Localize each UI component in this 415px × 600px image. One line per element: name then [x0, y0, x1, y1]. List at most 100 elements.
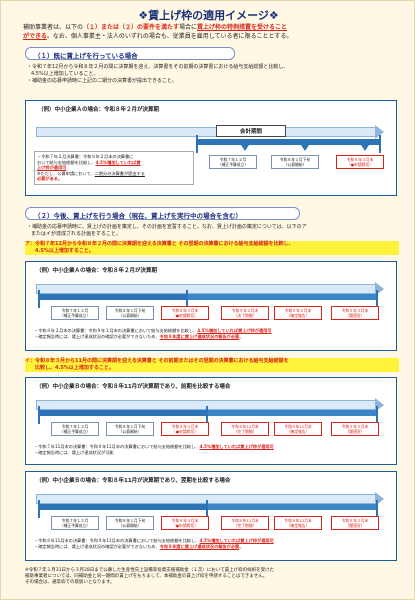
card-line2: （決了期間） — [233, 312, 257, 318]
timeline-card: 令和８年１月下旬 （公募開始） — [271, 155, 319, 169]
timeline-card-deadline: 令和８年３月末（●申請締切） — [161, 306, 209, 320]
period-bar — [188, 294, 378, 300]
section2-bullets: ・補助金の応募申請時に、賃上げの計画を策定し、その計画を宣誓すること。なお、賃上… — [27, 224, 407, 238]
timeline-arrowhead — [375, 282, 384, 296]
card-line2: （閾値宣） — [345, 312, 365, 318]
intro-red2b: ができる — [23, 33, 47, 40]
card-line2: （●申請締切） — [346, 161, 374, 167]
desc-line: ・令和８年２月末の決算書：令和９年２月末の決算書において給与支給総額を比較し、 — [34, 328, 198, 333]
section1-bullet1b: 4.5%以上増加していること。 — [31, 71, 99, 77]
option-i-diagram-next: （例）中小企業Ｂの場合：令和８年11月が決算期であり、翌期を比較する場合 令和７… — [25, 471, 397, 561]
card-line1: 令和９年３月末 — [341, 308, 369, 313]
card-line1: 令和９年３月末 — [341, 424, 369, 429]
intro-text: 補助事業者は、以下の（１）または（２）の要件を満たす場合に賃上げ枠の特例措置を受… — [23, 23, 403, 41]
period-tick — [376, 290, 378, 308]
down-arrow — [241, 145, 249, 151]
desc-end: 。 — [57, 176, 63, 182]
card-line2: （補正予算成立） — [217, 161, 249, 167]
card-line2: （完了期間） — [233, 522, 257, 528]
down-arrow — [301, 145, 309, 151]
card-line1: 令和７年１２月 — [61, 518, 89, 523]
card-line2: （公募開始） — [118, 312, 142, 318]
card-line1: 令和８年３月末 — [171, 518, 199, 523]
timeline-card: 令和７年１２月（補正予算成立） — [51, 516, 99, 530]
desc-red: 4.5%増加していれば賃上げ枠が適用可 — [199, 444, 274, 449]
desc-red: 4.5%増加していれば賃 — [95, 159, 141, 165]
period-bar — [208, 504, 378, 510]
intro-red2: 賃上げ枠の特例措置を受けること — [197, 24, 288, 31]
card-line1: 令和８年３月末 — [171, 308, 199, 313]
desc-line: ・確定報告時には、賃上げ達成状況の確認が必要ができないため、 — [34, 333, 160, 339]
card-line2: （補正予算成立） — [59, 428, 91, 434]
card-line2: （完了期間） — [233, 428, 257, 434]
down-arrow — [361, 145, 369, 151]
card-line1: 令和９年２月末 — [231, 308, 259, 313]
option-a-description: ・令和８年２月末の決算書：令和９年２月末の決算書において給与支給総額を比較し、4… — [34, 328, 394, 339]
timeline-card: 令和９年３月末（閾値宣） — [331, 422, 379, 436]
card-line2: （公募開始） — [283, 161, 307, 167]
card-line1: 令和７年１２月 — [219, 157, 247, 162]
desc-line: ・確定報告時には、賃上げ達成状況が可能 — [34, 449, 114, 455]
intro-part2: 場合に — [179, 24, 198, 31]
intro-part1: 補助事業者は、以下の — [23, 24, 84, 31]
section2-title: （２）今後、賃上げを行う場合（現在、賃上げを実行中の場合を含む） — [25, 207, 300, 220]
timeline-card: 令和８年12月末（完了期間） — [221, 422, 269, 436]
card-line1: 令和９年３月末 — [341, 518, 369, 523]
timeline-card: 令和８年12月末（確定報告） — [274, 516, 322, 530]
option-a-example: （例）中小企業Ａの場合：令和８年２月が決算期 — [36, 268, 158, 274]
card-line2: （補正予算成立） — [59, 522, 91, 528]
period-tick — [376, 500, 378, 518]
option-i-line2: 比較し、4.5%以上増加すること。 — [35, 365, 114, 371]
option-i-line: イ：令和８年３月から11月の間に決算期を迎える決算書と その前期またはその翌期の… — [25, 358, 289, 364]
desc-underline: 二期分の決算書が提出する — [94, 170, 145, 176]
card-line2: （公募開始） — [118, 428, 142, 434]
option-a-text: ア：令和７年12月から令和８年２月の間に決算期を迎える決算書と その翌期の決算書… — [25, 241, 399, 255]
timeline-card-deadline: 令和８年３月末（●申請締切） — [161, 422, 209, 436]
period-bar — [208, 410, 378, 416]
card-line2: （●申請締切） — [171, 428, 199, 434]
card-line1: 令和８年１月下旬 — [114, 518, 146, 523]
period-tick-start — [196, 135, 198, 153]
card-line1: 令和８年12月末 — [231, 518, 259, 523]
card-line2: （公募開始） — [118, 522, 142, 528]
period-bar — [38, 294, 188, 300]
option-i-text: イ：令和８年３月から11月の間に決算期を迎える決算書と その前期またはその翌期の… — [25, 358, 399, 372]
section1-title: （１）既に賃上げを行っている場合 — [25, 47, 235, 60]
period-tick — [206, 406, 208, 424]
timeline-bar — [36, 127, 376, 137]
desc-end: 。 — [239, 333, 244, 339]
section1-example: （例）中小企業Ａの場合：令和８年２月が決算期 — [38, 107, 160, 113]
card-line1: 令和８年12月末 — [231, 424, 259, 429]
period-label: 会計期間 — [216, 125, 286, 137]
card-line1: 令和８年３月末 — [346, 157, 374, 162]
card-line1: 令和７年１２月 — [61, 308, 89, 313]
desc-line: ・令和７年11月末の決算書：令和８年11月末の決算書において給与支給総額を比較し… — [34, 444, 200, 449]
timeline-card: 令和９年３月末（閾値宣） — [331, 306, 379, 320]
card-line1: 令和８年１月下旬 — [279, 157, 311, 162]
footnote-line: ※令和７年１月31日から３月28日まで公募した生産性向上設備等投資支援補助金（１… — [25, 568, 275, 573]
card-line1: 令和８年１月下旬 — [114, 308, 146, 313]
timeline-arrowhead — [375, 492, 384, 506]
timeline-card-deadline: 令和８年３月末 （●申請締切） — [336, 155, 384, 169]
timeline-bar — [36, 284, 376, 294]
period-tick — [206, 500, 208, 518]
timeline-arrowhead — [375, 125, 384, 139]
section1-bullets: ・令和７年12月から令和８年２月の間に決算期を迎え、決算書をその前期の決算書にお… — [27, 64, 407, 85]
section2-bullet1: ・補助金の応募申請時に、賃上げの計画を策定し、その計画を宣誓すること。なお、賃上… — [27, 224, 307, 230]
period-tick — [376, 406, 378, 424]
desc-line: おいて給与支給総額を比較し、 — [37, 159, 96, 165]
card-line1: 令和９年２月末 — [284, 308, 312, 313]
footnote: ※令和７年１月31日から３月28日まで公募した生産性向上設備等投資支援補助金（１… — [25, 568, 395, 586]
timeline-card: 令和９年２月末（決了期間） — [221, 306, 269, 320]
period-tick — [186, 290, 188, 308]
timeline-card: 令和８年12月末（確定報告） — [274, 422, 322, 436]
card-line2: （確定報告） — [286, 522, 310, 528]
period-tick — [38, 406, 40, 424]
desc-red: 令和９年度に賃上げ達成状況の報告が必要 — [159, 333, 240, 339]
desc-red: 4.5%増加していれば賃上げ枠が適用可 — [199, 538, 274, 543]
period-bar — [196, 139, 381, 145]
timeline-card: 令和８年12月末（完了期間） — [221, 516, 269, 530]
option-a-line: ア：令和７年12月から令和８年２月の間に決算期を迎える決算書と その翌期の決算書… — [25, 241, 294, 247]
section1-description: ・令和７年２月決算書：令和８年２月末の決算書に おいて給与支給総額を比較し、4.… — [34, 151, 194, 185]
